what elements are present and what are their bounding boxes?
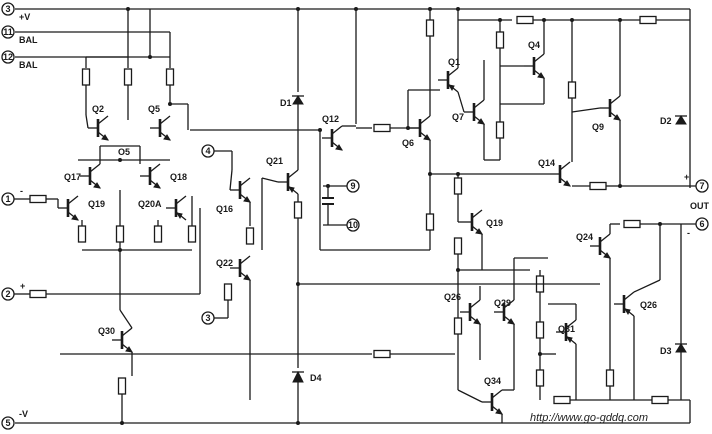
svg-text:6: 6 [699, 219, 704, 229]
rails [15, 8, 691, 424]
q30-label: Q29 [494, 298, 511, 308]
q26-label: Q26 [640, 300, 657, 310]
pin-11-terminal: 11 BAL [1, 25, 38, 45]
pin-7-label: + [684, 172, 689, 182]
q19-label: Q19 [486, 218, 503, 228]
svg-text:10: 10 [348, 220, 358, 230]
pin-10-terminal: 10 [323, 218, 360, 232]
d1-label: D1 [280, 98, 292, 108]
q14-label: Q16 [216, 204, 233, 214]
q31-label: Q30 [98, 326, 115, 336]
diode-d1 [292, 95, 304, 105]
pin-5-terminal: 5 -V [1, 409, 28, 430]
q4-label: Q4 [528, 40, 540, 50]
pin-3-label: +V [19, 12, 30, 22]
q29-label: Q26 [444, 292, 461, 302]
pin-1-terminal: 1 - [1, 186, 58, 206]
q16-label: Q14 [538, 158, 555, 168]
svg-text:1: 1 [5, 194, 10, 204]
watermark-text: http://www.go-gddq.com [530, 412, 648, 424]
svg-text:2: 2 [5, 289, 10, 299]
q18-label: Q18 [170, 172, 187, 182]
pin-11-label: BAL [19, 35, 38, 45]
q20a-label: Q19 [88, 199, 105, 209]
q32-label: Q31 [558, 324, 575, 334]
svg-text:5: 5 [5, 418, 10, 428]
q34-label: Q34 [484, 376, 501, 386]
pin-7-terminal: 7 + [620, 172, 709, 193]
pin-2-terminal: 2 + [1, 281, 200, 301]
output-stage-top: Q7 Q4 Q9 D2 [430, 15, 690, 191]
q1-label: Q1 [448, 57, 460, 67]
diode-d2 [675, 115, 687, 125]
pin-2-label: + [20, 281, 25, 291]
input-stage: Q2 Q5 O5 Q17 Q18 Q19 Q20A [56, 9, 455, 423]
q2-label: Q2 [92, 104, 104, 114]
d4-label: D4 [310, 373, 322, 383]
svg-text:3: 3 [205, 313, 210, 323]
q24-label: Q24 [576, 232, 593, 242]
pin-12-terminal: 12 BAL [1, 50, 38, 70]
q22-label: Q22 [216, 258, 233, 268]
q21-label: Q21 [266, 156, 283, 166]
pin-6-label: OUT [690, 201, 710, 211]
q7-label: Q7 [452, 112, 464, 122]
middle-stage: Q16 Q22 Q21 D1 D4 Q12 [190, 9, 460, 423]
pin-4-terminal: 4 [201, 144, 233, 170]
q5-label: Q5 [148, 104, 160, 114]
pin-6-terminal: 6 OUT - [640, 201, 710, 238]
q6-label: Q6 [402, 138, 414, 148]
svg-text:12: 12 [3, 52, 13, 62]
q20b-label: Q20A [138, 199, 162, 209]
d3-label: D3 [660, 346, 672, 356]
pin-3-terminal: 3 +V [1, 2, 30, 22]
svg-text:3: 3 [5, 4, 10, 14]
svg-text:4: 4 [205, 146, 210, 156]
pin-6-minus: - [687, 228, 690, 238]
svg-text:7: 7 [699, 181, 704, 191]
q17-label: Q17 [64, 172, 81, 182]
q12-label: Q12 [322, 114, 339, 124]
diode-d4 [292, 370, 304, 383]
pin-12-label: BAL [19, 60, 38, 70]
svg-text:11: 11 [3, 27, 13, 37]
diode-d3 [675, 343, 687, 353]
pin-1-label: - [20, 186, 23, 196]
o5-label: O5 [118, 147, 130, 157]
q9-label: Q9 [592, 122, 604, 132]
pin-5-label: -V [19, 409, 28, 419]
junctions [120, 7, 662, 425]
output-stage-bottom: Q19 Q24 Q26 D3 Q26 [300, 174, 690, 423]
d2-label: D2 [660, 116, 672, 126]
svg-text:9: 9 [350, 181, 355, 191]
pin-3b-terminal: 3 [201, 300, 229, 325]
